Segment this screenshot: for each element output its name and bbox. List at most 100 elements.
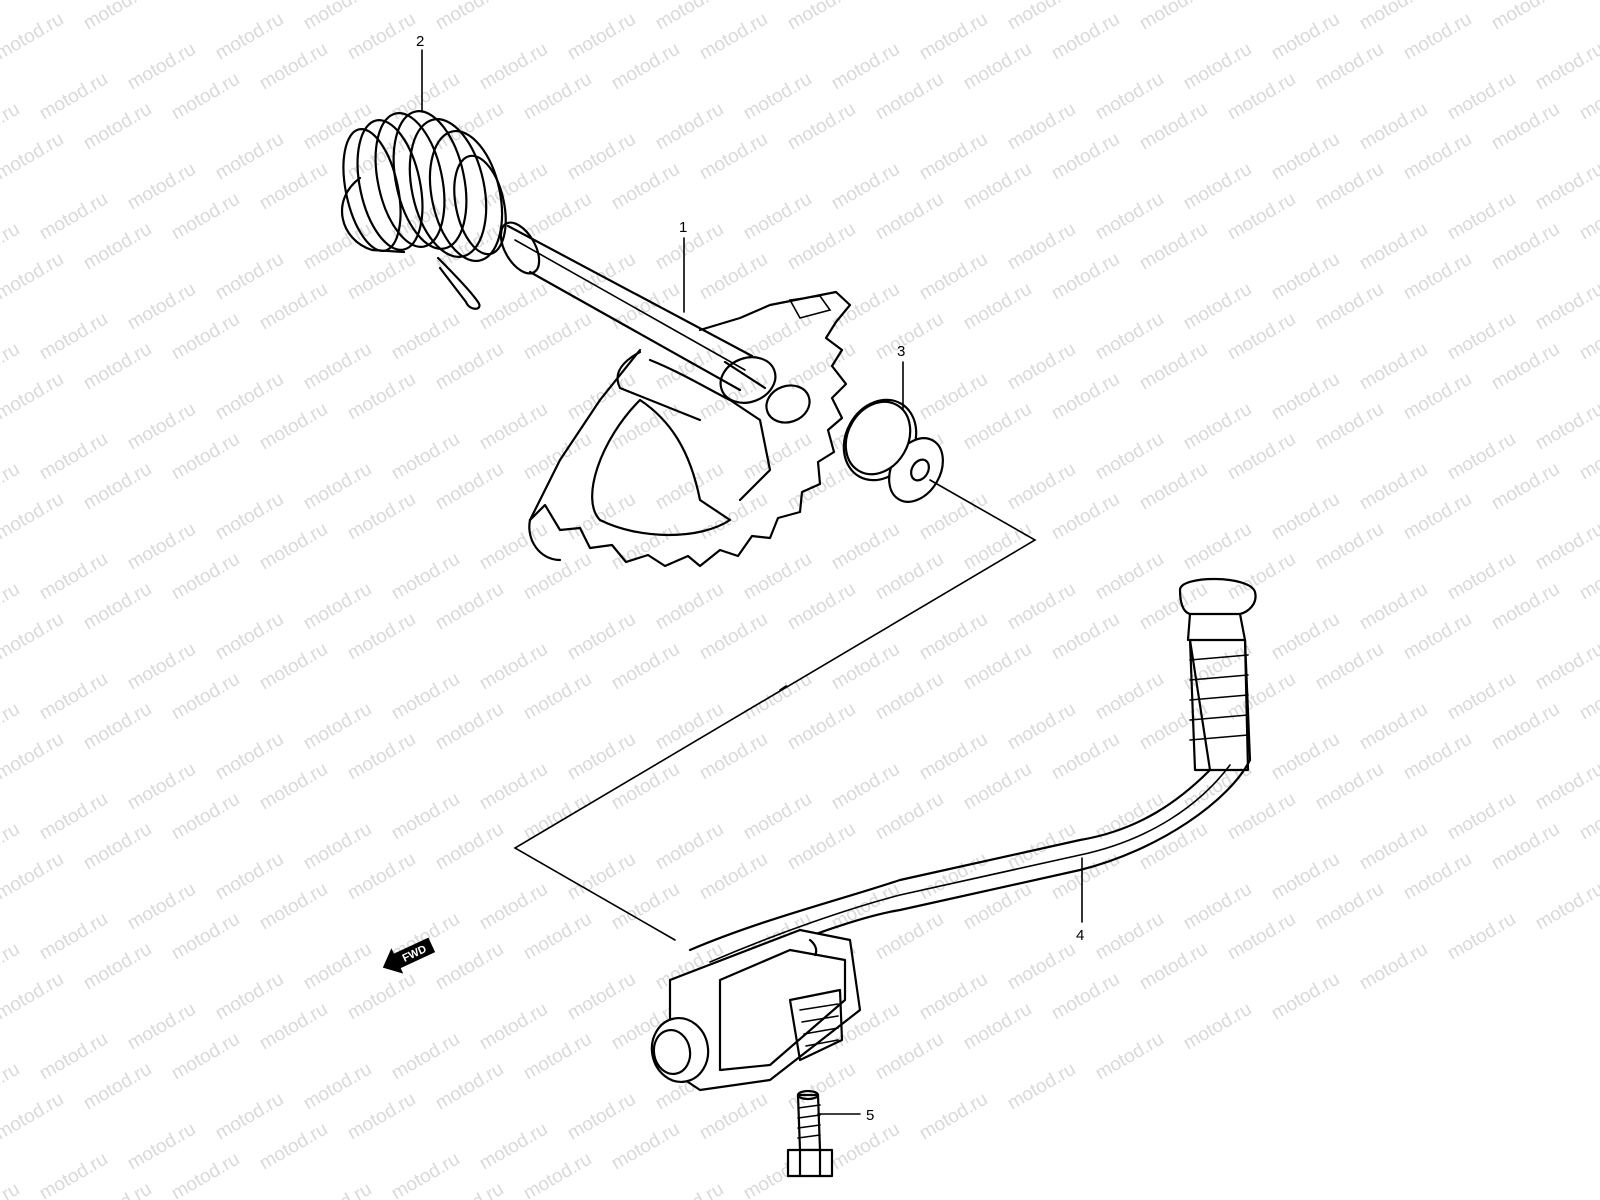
- watermark-text: motod.ru: [344, 849, 419, 905]
- watermark-text: motod.ru: [0, 579, 23, 635]
- watermark-text: motod.ru: [168, 0, 243, 4]
- watermark-text: motod.ru: [916, 249, 991, 305]
- watermark-text: motod.ru: [476, 399, 551, 455]
- watermark-text: motod.ru: [564, 729, 639, 785]
- watermark-text: motod.ru: [916, 1089, 991, 1145]
- watermark-text: motod.ru: [960, 399, 1035, 455]
- watermark-text: motod.ru: [388, 549, 463, 605]
- watermark-text: motod.ru: [1400, 849, 1475, 905]
- watermark-text: motod.ru: [1048, 249, 1123, 305]
- watermark-text: motod.ru: [1356, 339, 1431, 395]
- watermark-text: motod.ru: [80, 1179, 155, 1200]
- watermark-text: motod.ru: [1092, 189, 1167, 245]
- watermark-text: motod.ru: [1180, 399, 1255, 455]
- watermark-text: motod.ru: [168, 549, 243, 605]
- watermark-text: motod.ru: [960, 999, 1035, 1055]
- watermark-text: motod.ru: [520, 0, 595, 4]
- watermark-text: motod.ru: [80, 939, 155, 995]
- watermark-text: motod.ru: [1004, 819, 1079, 875]
- watermark-text: motod.ru: [652, 579, 727, 635]
- watermark-text: motod.ru: [1180, 999, 1255, 1055]
- watermark-text: motod.ru: [124, 519, 199, 575]
- watermark-text: motod.ru: [0, 729, 67, 785]
- watermark-text: motod.ru: [124, 999, 199, 1055]
- watermark-text: motod.ru: [1312, 519, 1387, 575]
- watermark-text: motod.ru: [36, 909, 111, 965]
- watermark-text: motod.ru: [344, 609, 419, 665]
- watermark-text: motod.ru: [1224, 69, 1299, 125]
- watermark-text: motod.ru: [1268, 9, 1343, 65]
- watermark-text: motod.ru: [1224, 309, 1299, 365]
- watermark-text: motod.ru: [960, 39, 1035, 95]
- watermark-text: motod.ru: [0, 1179, 23, 1200]
- watermark-text: motod.ru: [916, 129, 991, 185]
- watermark-text: motod.ru: [388, 69, 463, 125]
- watermark-text: motod.ru: [1444, 789, 1519, 845]
- watermark-text: motod.ru: [872, 909, 947, 965]
- watermark-text: motod.ru: [564, 849, 639, 905]
- watermark-text: motod.ru: [652, 1179, 727, 1200]
- watermark-text: motod.ru: [256, 399, 331, 455]
- callout-leaders: [421, 49, 1083, 1115]
- watermark-text: motod.ru: [564, 609, 639, 665]
- watermark-text: motod.ru: [1356, 939, 1431, 995]
- watermark-text: motod.ru: [608, 159, 683, 215]
- watermark-text: motod.ru: [520, 1149, 595, 1200]
- return-spring-part: [341, 110, 507, 310]
- watermark-text: motod.ru: [652, 819, 727, 875]
- watermark-text: motod.ru: [432, 579, 507, 635]
- watermark-text: motod.ru: [652, 459, 727, 515]
- watermark-text: motod.ru: [300, 699, 375, 755]
- watermark-text: motod.ru: [1268, 729, 1343, 785]
- watermark-text: motod.ru: [0, 969, 67, 1025]
- watermark-text: motod.ru: [520, 429, 595, 485]
- watermark-text: motod.ru: [168, 309, 243, 365]
- watermark-text: motod.ru: [80, 0, 155, 34]
- watermark-text: motod.ru: [168, 429, 243, 485]
- watermark-text: motod.ru: [256, 1119, 331, 1175]
- kick-starter-shaft-part: [499, 221, 852, 568]
- watermark-text: motod.ru: [1004, 939, 1079, 995]
- watermark-text: motod.ru: [652, 99, 727, 155]
- watermark-text: motod.ru: [1004, 1059, 1079, 1115]
- bolt-part: [786, 1089, 834, 1178]
- watermark-text: motod.ru: [1400, 249, 1475, 305]
- watermark-text: motod.ru: [520, 909, 595, 965]
- watermark-text: motod.ru: [1576, 789, 1600, 845]
- watermark-text: motod.ru: [1576, 69, 1600, 125]
- watermark-text: motod.ru: [1488, 459, 1563, 515]
- watermark-text: motod.ru: [784, 0, 859, 34]
- watermark-text: motod.ru: [1488, 579, 1563, 635]
- watermark-text: motod.ru: [1312, 279, 1387, 335]
- watermark-text: motod.ru: [1004, 0, 1079, 34]
- watermark-text: motod.ru: [80, 99, 155, 155]
- callout-1: 1: [679, 219, 687, 236]
- watermark-text: motod.ru: [520, 1029, 595, 1085]
- watermark-text: motod.ru: [1224, 429, 1299, 485]
- watermark-text: motod.ru: [740, 69, 815, 125]
- watermark-text: motod.ru: [476, 639, 551, 695]
- watermark-text: motod.ru: [344, 369, 419, 425]
- watermark-text: motod.ru: [124, 879, 199, 935]
- watermark-text: motod.ru: [608, 279, 683, 335]
- watermark-text: motod.ru: [608, 879, 683, 935]
- watermark-text: motod.ru: [476, 39, 551, 95]
- watermark-text: motod.ru: [212, 969, 287, 1025]
- watermark-text: motod.ru: [1004, 699, 1079, 755]
- watermark-text: motod.ru: [872, 69, 947, 125]
- watermark-text: motod.ru: [520, 549, 595, 605]
- watermark-text: motod.ru: [740, 549, 815, 605]
- watermark-text: motod.ru: [1048, 129, 1123, 185]
- watermark-text: motod.ru: [1048, 609, 1123, 665]
- watermark-text: motod.ru: [0, 1059, 23, 1115]
- watermark-text: motod.ru: [1532, 879, 1600, 935]
- watermark-text: motod.ru: [608, 639, 683, 695]
- watermark-text: motod.ru: [784, 819, 859, 875]
- watermark-text: motod.ru: [1268, 249, 1343, 305]
- watermark-text: motod.ru: [1312, 759, 1387, 815]
- watermark-text: motod.ru: [1268, 129, 1343, 185]
- watermark-text: motod.ru: [168, 189, 243, 245]
- watermark-text: motod.ru: [432, 939, 507, 995]
- callout-3: 3: [897, 343, 905, 360]
- watermark-text: motod.ru: [1444, 909, 1519, 965]
